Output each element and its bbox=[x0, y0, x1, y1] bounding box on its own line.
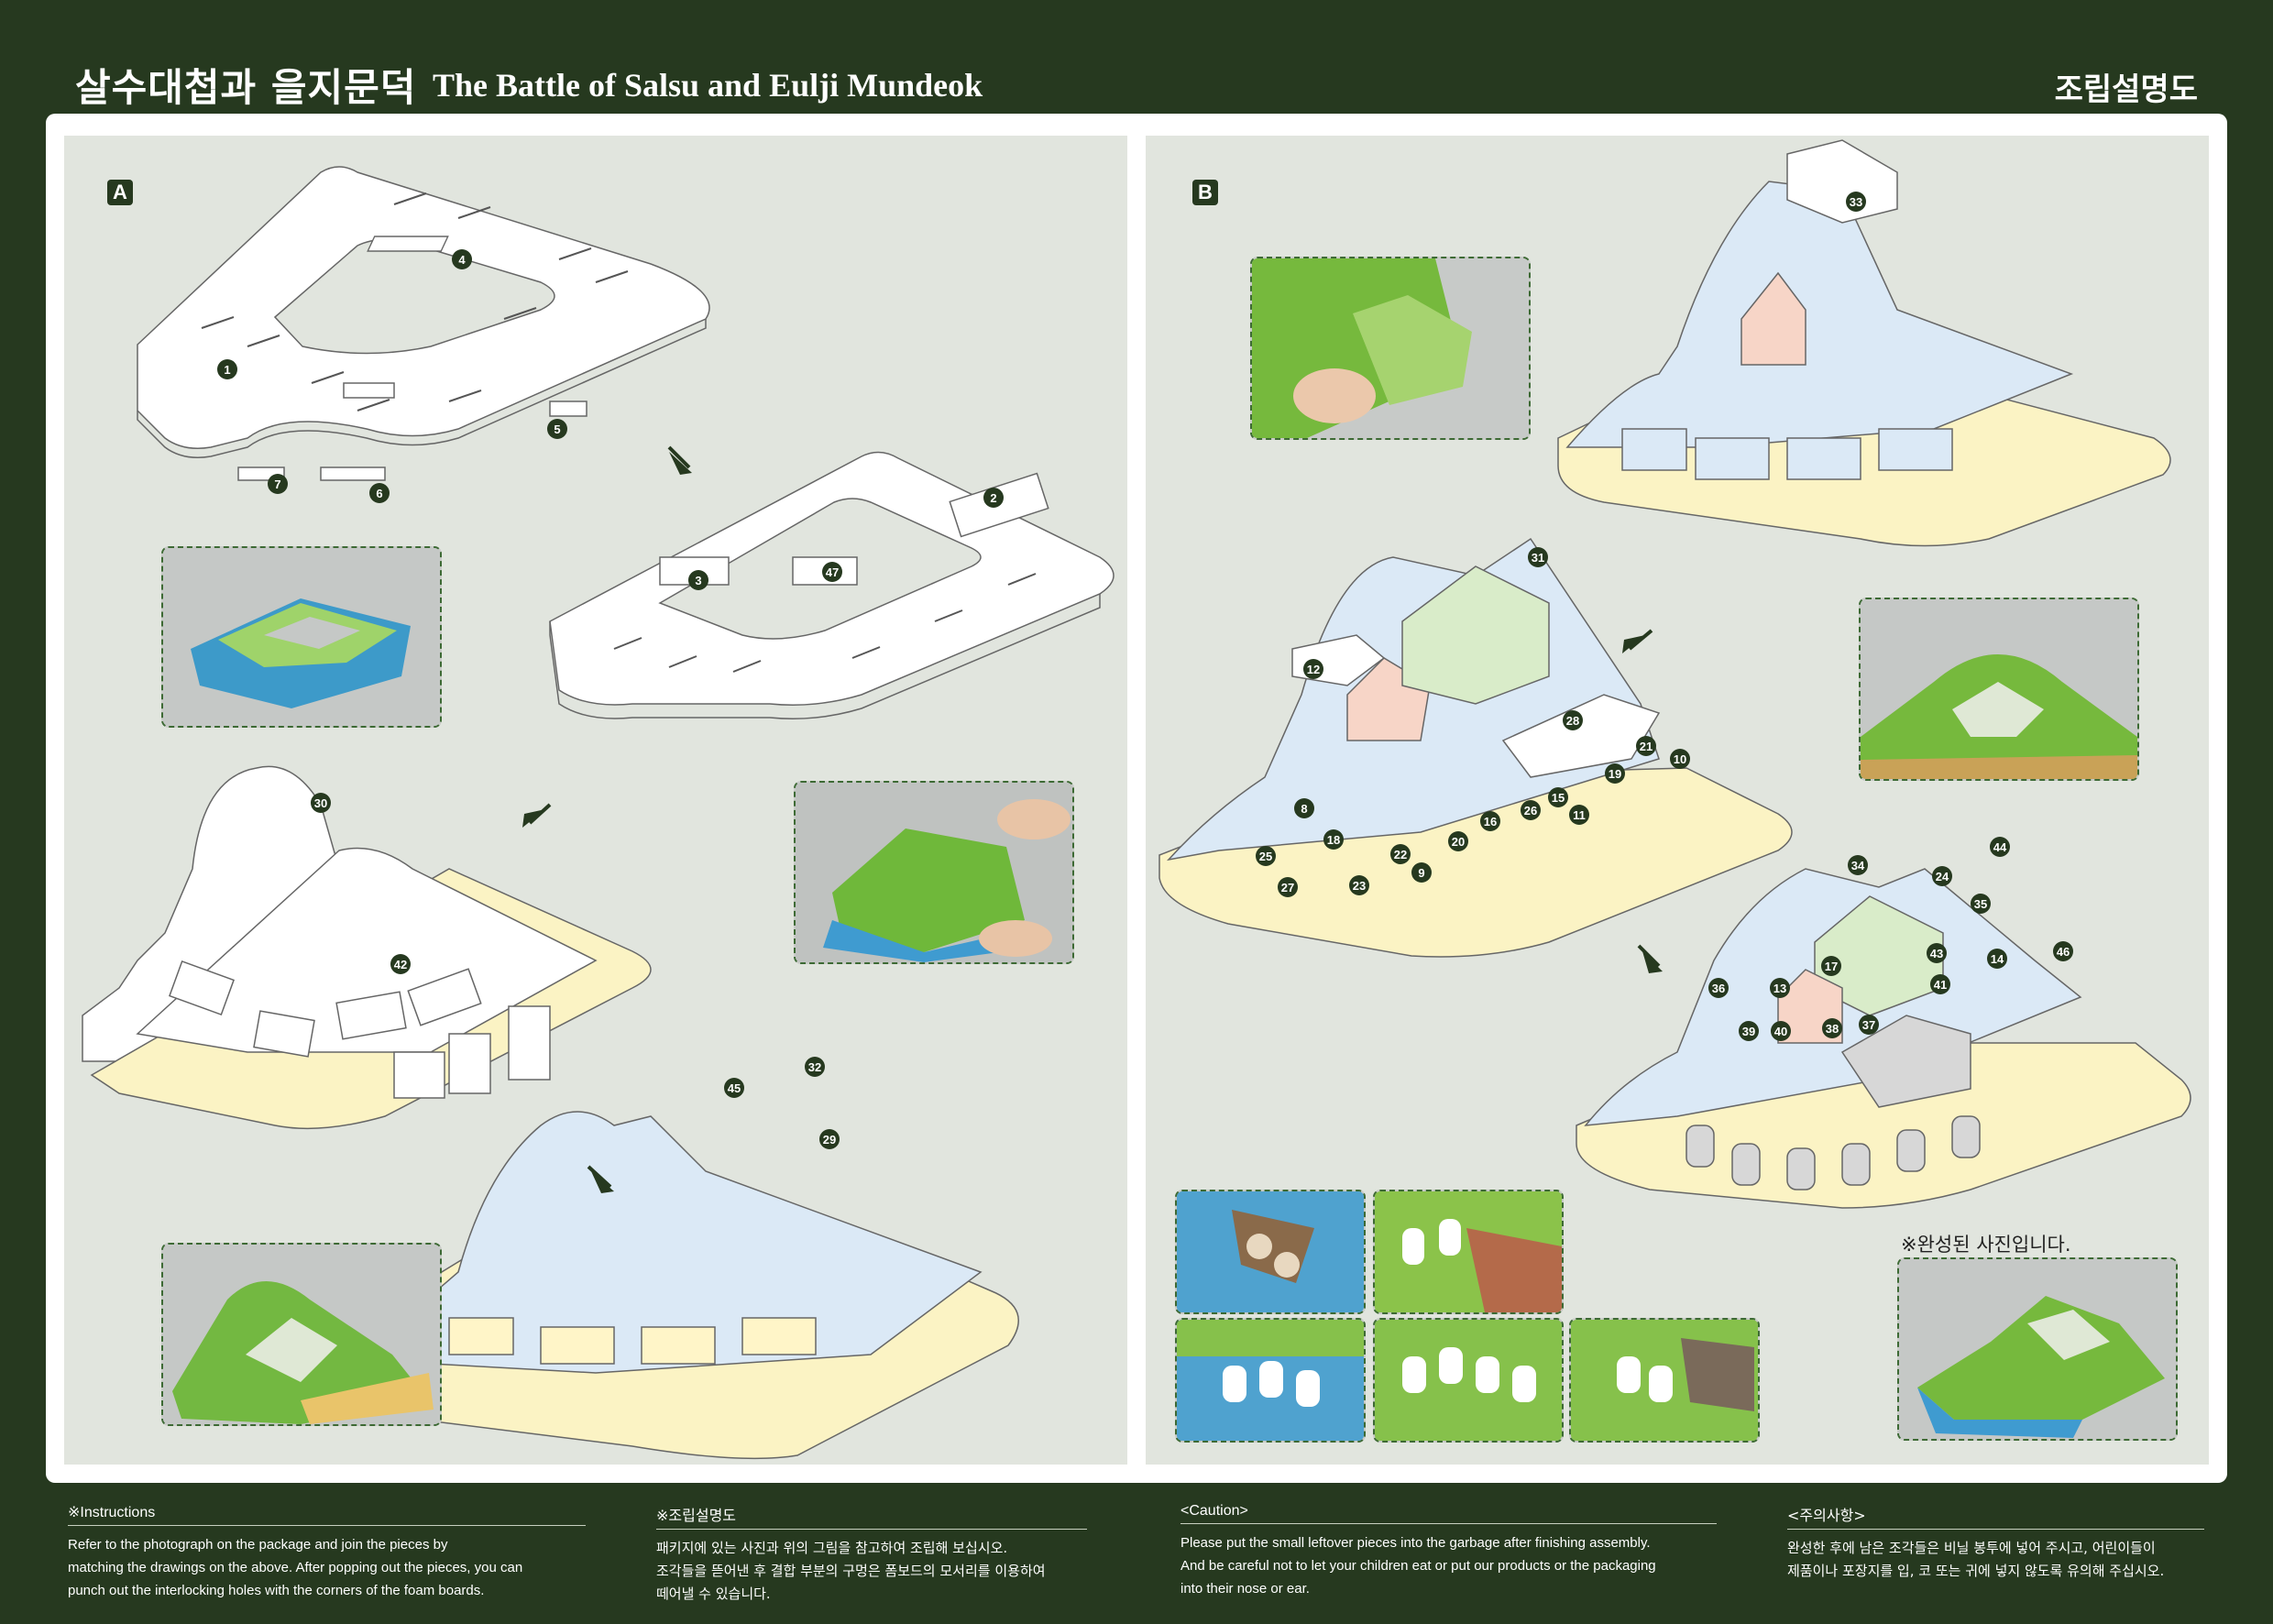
footer-instructions-ko: ※조립설명도 패키지에 있는 사진과 위의 그림을 참고하여 조립해 보십시오.… bbox=[656, 1503, 1087, 1606]
svg-text:12: 12 bbox=[1307, 663, 1320, 676]
mountain-stage-diagram bbox=[82, 765, 652, 1130]
svg-text:43: 43 bbox=[1930, 947, 1943, 960]
svg-text:14: 14 bbox=[1991, 952, 2004, 966]
part-number: 1 bbox=[224, 363, 230, 377]
svg-text:28: 28 bbox=[1566, 714, 1579, 728]
footer-heading: <Caution> bbox=[1180, 1503, 1717, 1524]
part-number: 42 bbox=[394, 958, 407, 971]
footer-line: Please put the small leftover pieces int… bbox=[1180, 1535, 1651, 1551]
part-number: 45 bbox=[728, 1081, 741, 1095]
photo-fort-assembled bbox=[1859, 598, 2139, 781]
panel-a: A bbox=[64, 136, 1127, 1465]
svg-text:27: 27 bbox=[1281, 881, 1294, 894]
svg-text:19: 19 bbox=[1609, 767, 1621, 781]
part-number: 6 bbox=[376, 487, 382, 500]
svg-text:40: 40 bbox=[1774, 1025, 1787, 1038]
svg-text:17: 17 bbox=[1825, 960, 1838, 973]
footer-line: matching the drawings on the above. Afte… bbox=[68, 1560, 523, 1575]
footer-heading: <주의사항> bbox=[1787, 1503, 2204, 1530]
part-number: 30 bbox=[314, 796, 327, 810]
svg-text:21: 21 bbox=[1640, 740, 1653, 753]
svg-text:18: 18 bbox=[1327, 833, 1340, 847]
footer-heading: ※조립설명도 bbox=[656, 1503, 1087, 1530]
panel-a-badge: A bbox=[107, 180, 133, 205]
mountain-blue-diagram bbox=[357, 1005, 1019, 1460]
svg-text:10: 10 bbox=[1674, 752, 1686, 766]
footer-line: 패키지에 있는 사진과 위의 그림을 참고하여 조립해 보십시오. bbox=[656, 1540, 1008, 1556]
footer-caution-en: <Caution> Please put the small leftover … bbox=[1180, 1503, 1717, 1600]
svg-text:8: 8 bbox=[1301, 802, 1307, 816]
photo-base-assembled bbox=[161, 546, 442, 728]
footer-instructions-en: ※Instructions Refer to the photograph on… bbox=[68, 1503, 586, 1602]
svg-text:26: 26 bbox=[1524, 804, 1537, 817]
photo-detail-4 bbox=[1373, 1318, 1564, 1443]
svg-text:37: 37 bbox=[1862, 1018, 1875, 1032]
footer-line: And be careful not to let your children … bbox=[1180, 1558, 1656, 1574]
svg-text:36: 36 bbox=[1712, 982, 1725, 995]
step-arrows bbox=[1622, 629, 1663, 973]
svg-text:33: 33 bbox=[1850, 195, 1862, 209]
svg-text:11: 11 bbox=[1573, 808, 1586, 822]
photo-detail-3 bbox=[1175, 1318, 1366, 1443]
svg-text:16: 16 bbox=[1484, 815, 1497, 828]
svg-text:9: 9 bbox=[1418, 866, 1424, 880]
svg-text:31: 31 bbox=[1532, 551, 1544, 565]
svg-text:38: 38 bbox=[1826, 1022, 1839, 1036]
footer-caution-ko: <주의사항> 완성한 후에 남은 조각들은 비닐 봉투에 넣어 주시고, 어린이… bbox=[1787, 1503, 2204, 1583]
part-number: 32 bbox=[808, 1060, 821, 1074]
tent-stage-diagram bbox=[1557, 139, 2171, 547]
svg-text:15: 15 bbox=[1552, 791, 1565, 805]
photo-detail-1 bbox=[1175, 1190, 1366, 1314]
photo-detail-5 bbox=[1569, 1318, 1760, 1443]
svg-text:39: 39 bbox=[1742, 1025, 1755, 1038]
panel-b-badge: B bbox=[1192, 180, 1218, 205]
photo-completed-model bbox=[1897, 1257, 2178, 1441]
slots-board bbox=[201, 192, 629, 411]
footer-line: 조각들을 뜯어낸 후 결합 부분의 구멍은 폼보드의 모서리를 이용하여 bbox=[656, 1563, 1046, 1579]
photo-tent-folding bbox=[1250, 257, 1531, 440]
base-board-exploded bbox=[137, 166, 710, 481]
completed-photo-note: ※완성된 사진입니다. bbox=[1901, 1234, 2071, 1256]
photo-mountain-assembled bbox=[161, 1243, 442, 1426]
svg-text:44: 44 bbox=[1993, 840, 2007, 854]
final-stage-diagram bbox=[1576, 868, 2191, 1209]
assembly-guide-label: 조립설명도 bbox=[2054, 71, 2198, 108]
panel-a-diagram: 1 4 5 7 6 2 3 47 30 42 32 45 29 bbox=[82, 166, 1115, 1460]
svg-text:41: 41 bbox=[1934, 978, 1947, 992]
fort-stage-diagram bbox=[1158, 537, 1793, 958]
part-number: 4 bbox=[458, 253, 466, 267]
footer-line: 떼어낼 수 있습니다. bbox=[656, 1586, 771, 1602]
svg-text:34: 34 bbox=[1851, 859, 1865, 872]
svg-text:22: 22 bbox=[1394, 848, 1407, 861]
part-number: 47 bbox=[826, 565, 839, 579]
part-number: 2 bbox=[990, 491, 996, 505]
panel-b: B bbox=[1146, 136, 2209, 1465]
page-title-korean: 살수대첩과 을지문덕 bbox=[75, 65, 417, 110]
base-board-assembled bbox=[549, 451, 1115, 719]
footer-line: 완성한 후에 남은 조각들은 비닐 봉투에 넣어 주시고, 어린이들이 bbox=[1787, 1540, 2156, 1556]
footer-line: into their nose or ear. bbox=[1180, 1581, 1310, 1597]
svg-text:46: 46 bbox=[2057, 945, 2070, 959]
footer-line: punch out the interlocking holes with th… bbox=[68, 1583, 485, 1598]
part-number: 7 bbox=[274, 477, 280, 491]
photo-hands-folding bbox=[794, 781, 1074, 964]
svg-text:23: 23 bbox=[1353, 879, 1366, 893]
svg-text:20: 20 bbox=[1452, 835, 1465, 849]
svg-text:25: 25 bbox=[1259, 850, 1272, 863]
part-number: 29 bbox=[823, 1133, 836, 1147]
part-number-badges: 33 31 12 28 21 10 19 8 18 22 20 16 26 15… bbox=[1256, 192, 2073, 1041]
footer-line: Refer to the photograph on the package a… bbox=[68, 1537, 448, 1553]
panel-b-diagram: 33 31 12 28 21 10 19 8 18 22 20 16 26 15… bbox=[1158, 139, 2191, 1209]
photo-detail-2 bbox=[1373, 1190, 1564, 1314]
page-title-english: The Battle of Salsu and Eulji Mundeok bbox=[433, 67, 983, 104]
svg-text:24: 24 bbox=[1936, 870, 1949, 883]
footer-line: 제품이나 포장지를 입, 코 또는 귀에 넣지 않도록 유의해 주십시오. bbox=[1787, 1563, 2165, 1579]
step-arrows bbox=[522, 445, 692, 1193]
part-number: 5 bbox=[554, 422, 560, 436]
svg-text:13: 13 bbox=[1773, 982, 1786, 995]
part-number: 3 bbox=[695, 574, 701, 587]
footer-heading: ※Instructions bbox=[68, 1503, 586, 1526]
svg-text:35: 35 bbox=[1974, 897, 1987, 911]
part-number-badges: 1 4 5 7 6 2 3 47 30 42 32 45 29 bbox=[217, 249, 1004, 1149]
